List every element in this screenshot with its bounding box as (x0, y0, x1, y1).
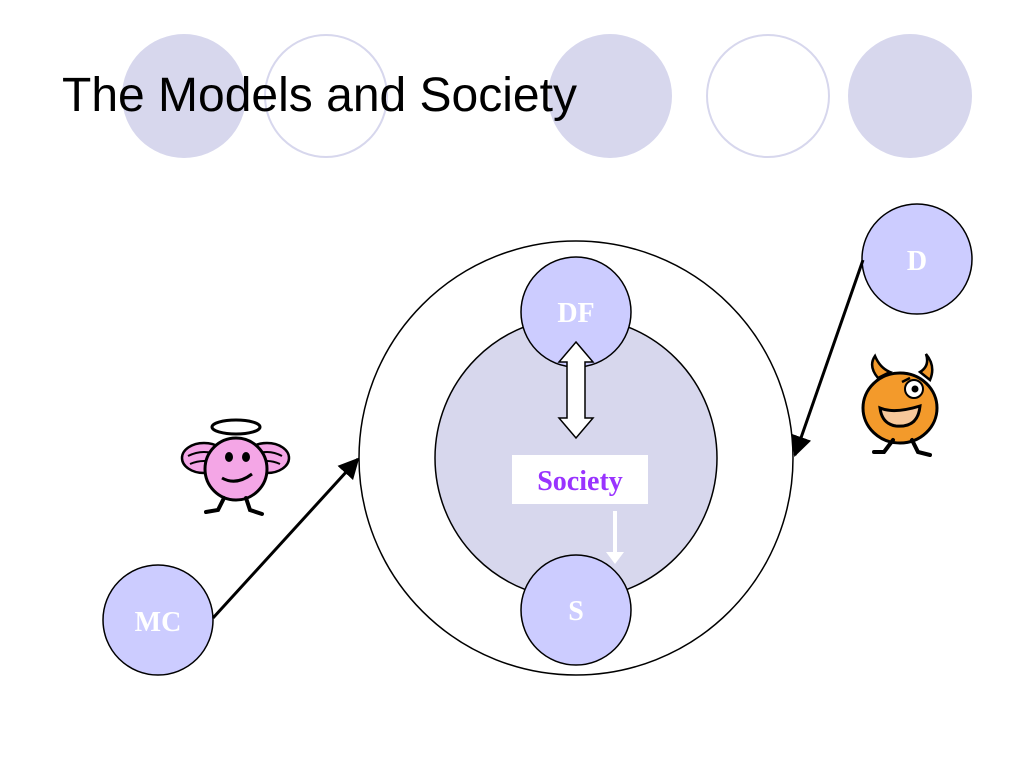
decorative-circle (122, 34, 246, 158)
node-d-label: D (907, 246, 927, 277)
page-title: The Models and Society (62, 69, 577, 122)
node-mc-label: MC (135, 607, 182, 638)
mc-to-society-arrow (211, 457, 360, 620)
node-df-label: DF (557, 298, 594, 329)
society-label: Society (537, 466, 623, 497)
node-s-label: S (568, 596, 584, 627)
double-arrow-icon (557, 340, 595, 440)
society-to-s-arrow (606, 511, 624, 564)
node-df: DF (520, 256, 632, 368)
decorative-circle (548, 34, 672, 158)
devil-character-icon (861, 353, 939, 457)
node-d: D (861, 203, 973, 315)
angel-character-icon (180, 418, 291, 516)
decorative-circle (848, 34, 972, 158)
node-mc: MC (102, 564, 214, 676)
decorative-circle (706, 34, 830, 158)
decorative-circle (264, 34, 388, 158)
d-to-society-arrow (791, 259, 865, 457)
society-label-box: Society (512, 455, 648, 504)
node-s: S (520, 554, 632, 666)
